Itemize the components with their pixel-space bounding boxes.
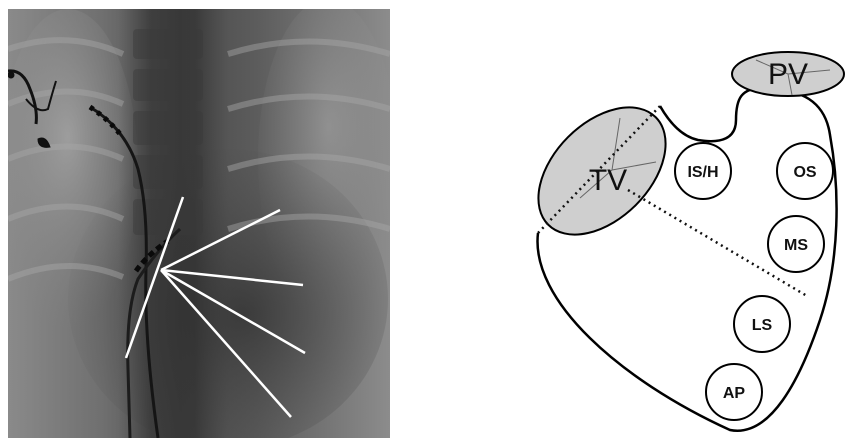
region-ish: IS/H <box>675 143 731 199</box>
region-ish-label: IS/H <box>687 164 718 181</box>
xray-image <box>8 9 390 438</box>
region-ms: MS <box>768 216 824 272</box>
region-ap: AP <box>706 364 762 420</box>
region-ms-label: MS <box>784 237 808 254</box>
region-ap-label: AP <box>723 385 746 402</box>
region-os: OS <box>777 143 833 199</box>
region-ls: LS <box>734 296 790 352</box>
pulmonary-valve-label: PV <box>768 58 808 91</box>
tricuspid-valve-label: TV <box>589 164 627 197</box>
region-ls-label: LS <box>752 317 773 334</box>
rv-diagram: PV TV IS/H OS MS LS AP <box>500 40 846 438</box>
region-os-label: OS <box>793 164 816 181</box>
